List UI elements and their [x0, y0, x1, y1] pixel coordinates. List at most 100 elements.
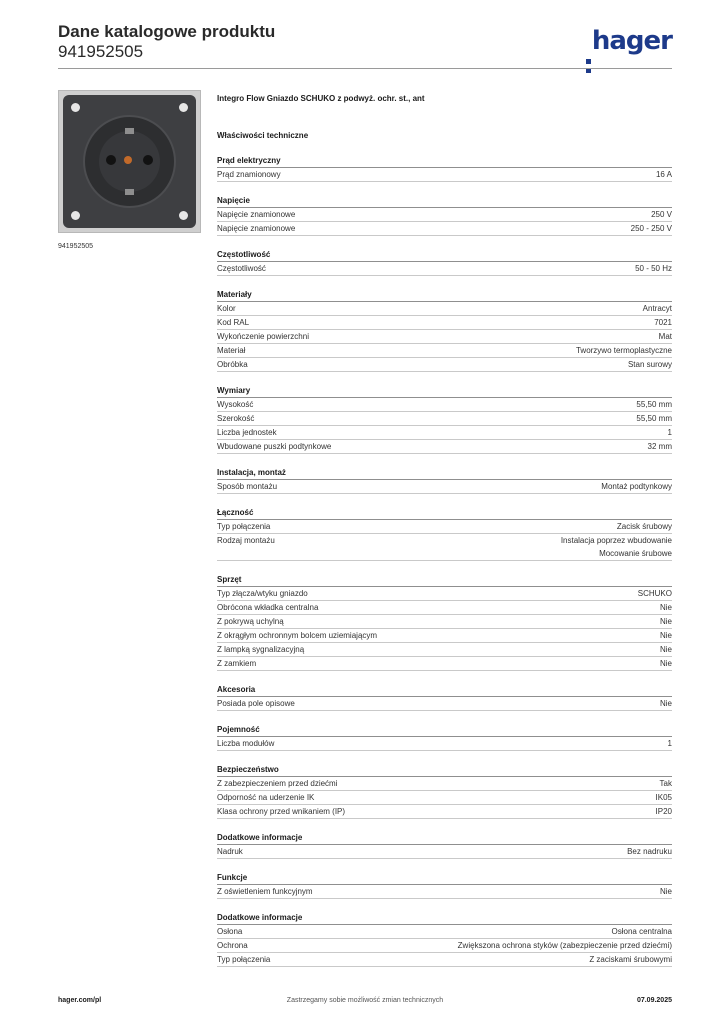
- screw-icon: [179, 211, 188, 220]
- property-value: Bez nadruku: [627, 845, 672, 858]
- property-value: 50 - 50 Hz: [635, 262, 672, 275]
- property-label: Materiał: [217, 346, 246, 355]
- properties-heading: Właściwości techniczne: [217, 131, 309, 140]
- property-value: IK05: [656, 791, 672, 804]
- property-label: Z zabezpieczeniem przed dziećmi: [217, 779, 338, 788]
- footer-notice: Zastrzegamy sobie możliwość zmian techni…: [286, 997, 444, 1004]
- property-value: IP20: [656, 805, 672, 818]
- product-name: Integro Flow Gniazdo SCHUKO z podwyż. oc…: [217, 94, 425, 103]
- property-value: 55,50 mm: [636, 412, 672, 425]
- section-title: Łączność: [217, 507, 672, 520]
- property-value: Stan surowy: [628, 358, 672, 371]
- property-value-line: 250 V: [651, 210, 672, 219]
- property-value-line: 1: [667, 428, 672, 437]
- section-title: Akcesoria: [217, 684, 672, 697]
- property-value: Nie: [660, 657, 672, 670]
- property-label: Napięcie znamionowe: [217, 224, 296, 233]
- property-row: Osłona Osłona centralna: [217, 925, 672, 939]
- property-value-line: Stan surowy: [627, 360, 672, 369]
- section-title: Wymiary: [217, 385, 672, 398]
- property-row: Wysokość 55,50 mm: [217, 398, 672, 412]
- property-value-line: 55,50 mm: [636, 400, 672, 409]
- property-value: Z zaciskami śrubowymi: [589, 953, 672, 966]
- property-label: Typ połączenia: [217, 955, 271, 964]
- property-row: Materiał Tworzywo termoplastyczne: [217, 344, 672, 358]
- section-title: Sprzęt: [217, 574, 672, 587]
- property-value: Nie: [660, 615, 672, 628]
- property-value: 7021: [654, 316, 672, 329]
- property-value-line: Z zaciskami śrubowymi: [589, 955, 672, 964]
- property-label: Nadruk: [217, 847, 243, 856]
- property-label: Klasa ochrony przed wnikaniem (IP): [217, 807, 346, 816]
- property-label: Ochrona: [217, 941, 248, 950]
- property-value: Nie: [660, 697, 672, 710]
- image-caption: 941952505: [58, 243, 94, 250]
- logo-text: hager: [591, 26, 673, 56]
- property-value-line: Mocowanie śrubowe: [599, 549, 672, 558]
- property-row: Z okrągłym ochronnym bolcem uziemiającym…: [217, 629, 672, 643]
- property-value: 55,50 mm: [636, 398, 672, 411]
- property-value-line: SCHUKO: [637, 589, 672, 598]
- screw-icon: [71, 211, 80, 220]
- pin-hole-icon: [106, 155, 116, 165]
- property-value: Zwiększona ochrona styków (zabezpieczeni…: [458, 939, 672, 952]
- property-value-line: Nie: [659, 645, 672, 654]
- product-details: Integro Flow Gniazdo SCHUKO z podwyż. oc…: [217, 92, 672, 967]
- section-title: Dodatkowe informacje: [217, 912, 672, 925]
- property-label: Posiada pole opisowe: [217, 699, 295, 708]
- property-value-line: Osłona centralna: [611, 927, 672, 936]
- property-value-line: Bez nadruku: [627, 847, 672, 856]
- property-value-line: Nie: [659, 699, 672, 708]
- property-label: Osłona: [217, 927, 243, 936]
- property-value: Tworzywo termoplastyczne: [576, 344, 672, 357]
- earth-clip-icon: [125, 189, 134, 195]
- page-header: Dane katalogowe produktu 941952505 hager: [58, 22, 673, 73]
- property-value-line: Nie: [659, 603, 672, 612]
- document-title: Dane katalogowe produktu: [58, 22, 276, 41]
- property-row: Klasa ochrony przed wnikaniem (IP) IP20: [217, 805, 672, 819]
- property-label: Typ połączenia: [217, 522, 271, 531]
- property-label: Z lampką sygnalizacyjną: [217, 645, 305, 654]
- property-row: Typ połączenia Z zaciskami śrubowymi: [217, 953, 672, 967]
- section-title: Napięcie: [217, 195, 672, 208]
- property-value-line: IP20: [655, 807, 672, 816]
- property-value-line: Tak: [659, 779, 672, 788]
- property-label: Wysokość: [217, 400, 254, 409]
- property-value: 250 V: [651, 208, 672, 221]
- property-value-line: Nie: [659, 887, 672, 896]
- property-label: Napięcie znamionowe: [217, 210, 296, 219]
- property-value: Antracyt: [643, 302, 672, 315]
- property-label: Kod RAL: [217, 318, 250, 327]
- property-value-line: Nie: [659, 617, 672, 626]
- property-label: Z okrągłym ochronnym bolcem uziemiającym: [217, 631, 378, 640]
- center-indicator-icon: [124, 156, 132, 164]
- screw-icon: [71, 103, 80, 112]
- property-value-line: Zwiększona ochrona styków (zabezpieczeni…: [457, 941, 672, 950]
- property-value: SCHUKO: [638, 587, 672, 600]
- property-row: Kod RAL 7021: [217, 316, 672, 330]
- property-value: 16 A: [656, 168, 672, 181]
- section-title: Pojemność: [217, 724, 672, 737]
- property-label: Liczba jednostek: [217, 428, 277, 437]
- property-value-line: Mat: [658, 332, 672, 341]
- socket-inner: [99, 128, 160, 195]
- property-value: 1: [668, 426, 672, 439]
- property-label: Typ złącza/wtyku gniazdo: [217, 589, 308, 598]
- property-row: Z lampką sygnalizacyjną Nie: [217, 643, 672, 657]
- section-title: Częstotliwość: [217, 249, 672, 262]
- property-value-line: 1: [667, 739, 672, 748]
- property-label: Odporność na uderzenie IK: [217, 793, 315, 802]
